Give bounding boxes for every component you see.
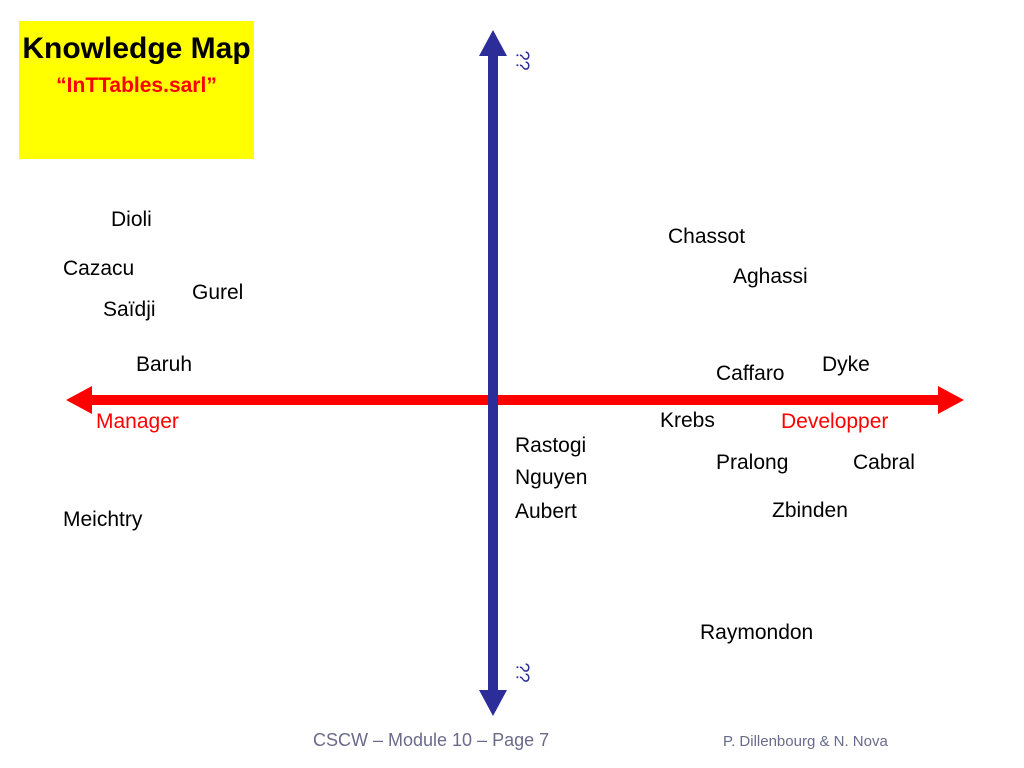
vertical-axis-top-label: ?? xyxy=(512,50,533,71)
person-zbinden: Zbinden xyxy=(772,499,848,522)
horizontal-axis-right-label: Developper xyxy=(781,410,889,433)
vertical-axis xyxy=(479,30,507,716)
person-dioli: Dioli xyxy=(111,208,152,231)
horizontal-axis-right-arrowhead xyxy=(938,386,964,414)
person-saidji: Saïdji xyxy=(103,298,156,321)
vertical-axis-top-arrowhead xyxy=(479,30,507,56)
person-aubert: Aubert xyxy=(515,500,577,523)
person-meichtry: Meichtry xyxy=(63,508,143,531)
horizontal-axis xyxy=(66,386,964,414)
horizontal-axis-left-arrowhead xyxy=(66,386,92,414)
person-krebs: Krebs xyxy=(660,409,715,432)
horizontal-axis-left-label: Manager xyxy=(96,410,179,433)
title-box: Knowledge Map “InTTables.sarl” xyxy=(19,21,254,159)
person-aghassi: Aghassi xyxy=(733,265,808,288)
person-caffaro: Caffaro xyxy=(716,362,785,385)
title-subtitle: “InTTables.sarl” xyxy=(56,74,217,97)
person-rastogi: Rastogi xyxy=(515,434,587,457)
person-raymondon: Raymondon xyxy=(700,621,814,644)
footer-authors: P. Dillenbourg & N. Nova xyxy=(723,733,888,750)
person-nguyen: Nguyen xyxy=(515,466,588,489)
person-cabral: Cabral xyxy=(853,451,915,474)
person-gurel: Gurel xyxy=(192,281,244,304)
person-dyke: Dyke xyxy=(822,353,870,376)
person-pralong: Pralong xyxy=(716,451,789,474)
vertical-axis-bottom-arrowhead xyxy=(479,690,507,716)
person-cazacu: Cazacu xyxy=(63,257,135,280)
person-chassot: Chassot xyxy=(668,225,746,248)
person-baruh: Baruh xyxy=(136,353,193,376)
vertical-axis-bottom-label: ?? xyxy=(512,662,533,683)
footer-page: CSCW – Module 10 – Page 7 xyxy=(313,730,550,750)
title-main: Knowledge Map xyxy=(22,32,251,65)
